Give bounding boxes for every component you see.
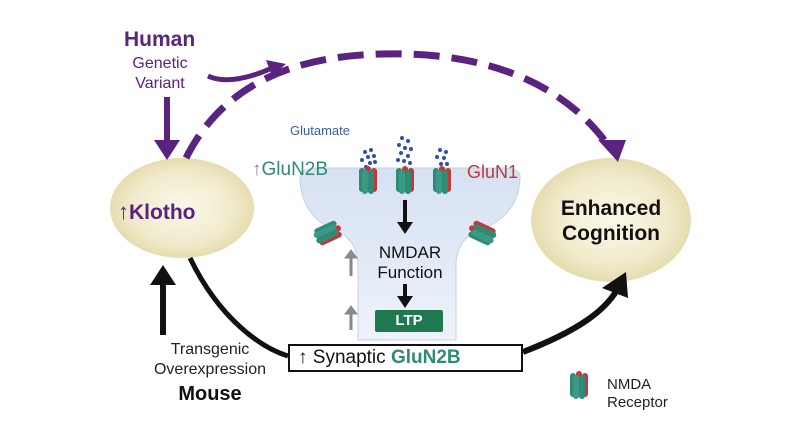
klotho-to-synaptic-curve [187,256,289,359]
genetic-variant-arrowhead [266,60,286,76]
up-arrow-icon: ↑ [252,159,262,180]
overexpression-text: Overexpression [153,361,267,378]
nmdar-text: NMDAR [378,243,442,262]
up-arrow-icon: ↑ [118,199,129,224]
glutamate-dots [360,136,449,169]
cognition-node [531,158,691,282]
nmdar-function-label: NMDAR Function [365,243,455,283]
synaptic-receptor-text: GluN2B [390,347,461,368]
legend-receptor-icon [570,371,588,399]
human-down-arrowhead [154,140,180,160]
legend-label: NMDA Receptor [607,376,668,412]
nmdar-to-ltp-arrowhead [397,296,413,308]
enhanced-cognition-label: Enhanced Cognition [536,196,686,246]
genetic-variant-line-2: Variant [135,75,185,92]
receptor-to-nmdar-arrowhead [397,222,413,234]
dashed-arc-arrowhead [598,140,626,162]
mouse-label: Mouse [178,383,242,405]
receptor-icon [396,166,414,194]
klotho-text: Klotho [129,201,196,224]
glutamate-label: Glutamate [290,123,350,138]
genetic-variant-label: Genetic Variant [124,54,196,94]
transgenic-overexpression-label: Transgenic Overexpression [135,340,285,380]
klotho-label: ↑Klotho [118,199,196,224]
legend-line-1: NMDA [607,376,652,393]
transgenic-up-arrowhead [150,265,176,285]
synaptic-to-cognition-curve [521,288,620,355]
cognition-arrowhead [602,272,628,298]
glun1-label: GluN1 [467,162,519,182]
enhanced-text: Enhanced [560,197,662,220]
genetic-variant-curve [206,65,274,83]
function-text: Function [377,263,443,282]
grey-up-arrows [344,249,358,330]
human-label: Human [124,28,196,51]
synaptic-text: Synaptic [312,347,386,368]
up-arrow-icon: ↑ [298,347,308,368]
synaptic-glun2b-box: ↑ Synaptic GluN2B [288,344,523,372]
glun2b-text: GluN2B [261,159,329,180]
cognition-text: Cognition [562,222,660,245]
glun2b-label: ↑GluN2B [252,160,328,179]
transgenic-text: Transgenic [170,341,250,358]
receptor-icon [359,166,377,194]
ltp-badge: LTP [375,310,443,332]
legend-line-2: Receptor [607,394,668,411]
genetic-variant-line-1: Genetic [132,55,188,72]
klotho-node [110,158,254,258]
dashed-arc-arrow [182,50,613,160]
receptor-icon [433,166,451,194]
